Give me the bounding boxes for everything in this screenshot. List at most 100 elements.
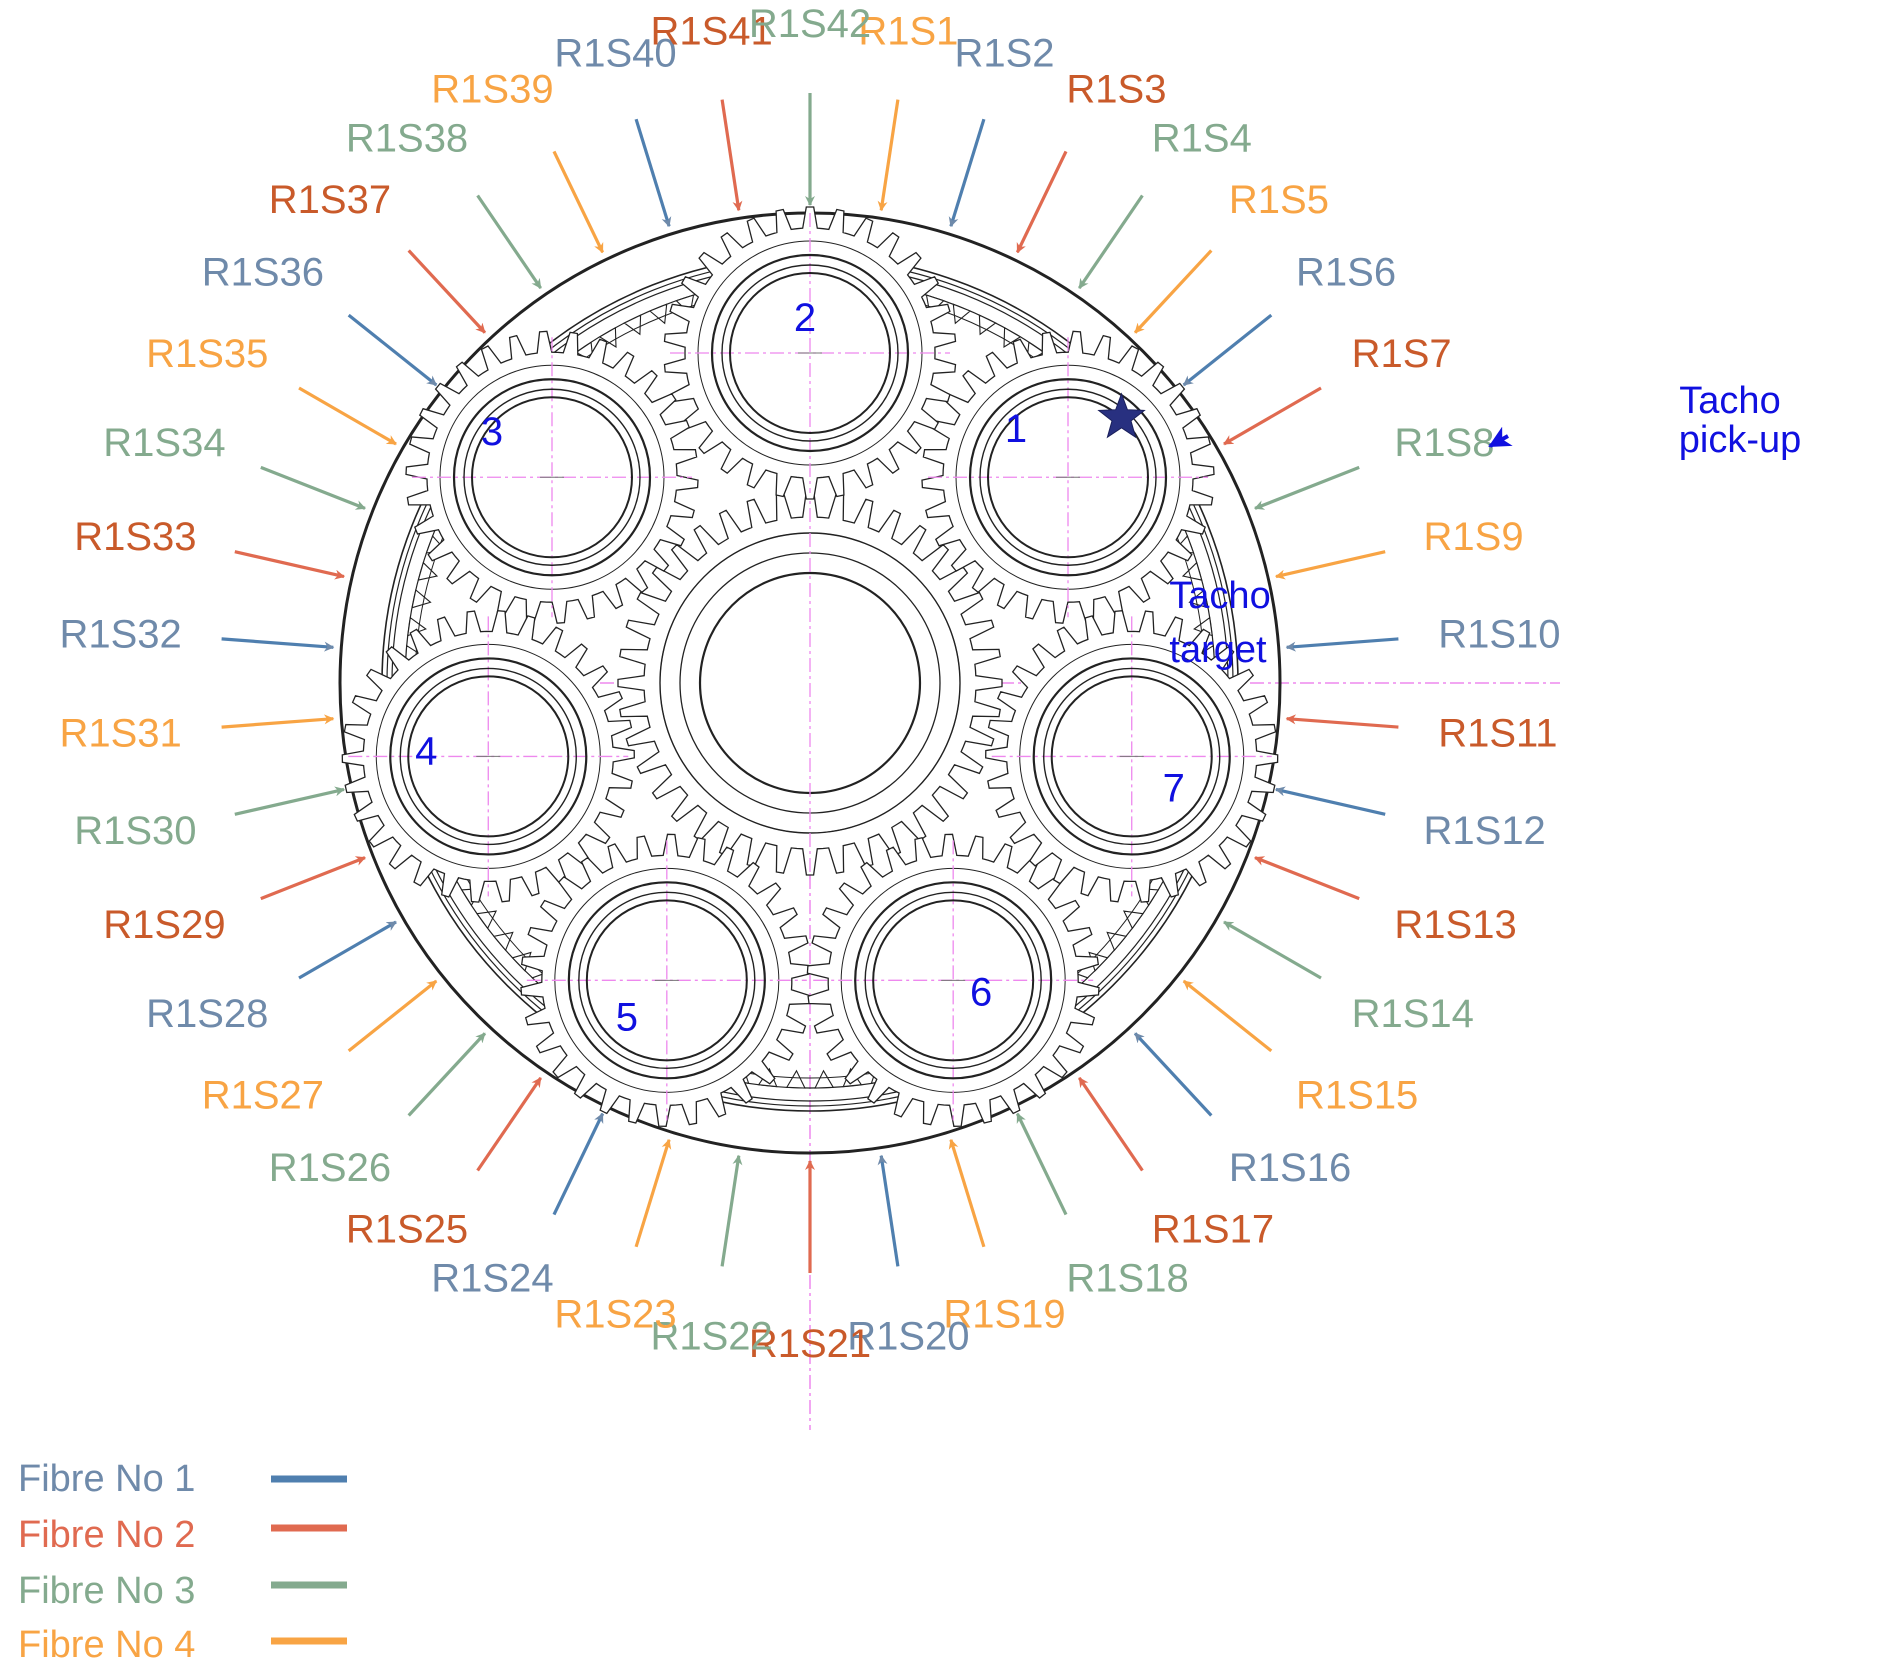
sensor-label: R1S29 (103, 903, 225, 947)
planet-number-2: 2 (794, 296, 816, 340)
legend-label-fibre-2: Fibre No 2 (18, 1514, 195, 1556)
sensor-arrow (1285, 637, 1399, 652)
sun-gear (617, 483, 1003, 883)
planet-7-bearing-outer (1032, 657, 1231, 856)
planet-5-bearing-outer (567, 881, 766, 1080)
legend: Fibre No 1 Fibre No 2 Fibre No 3 Fibre N… (18, 1458, 347, 1666)
sensor-label: R1S31 (59, 711, 181, 755)
planet-4-bore (407, 675, 570, 838)
sensor-arrow (1015, 150, 1068, 254)
sensor-arrow (1223, 920, 1322, 980)
sensor-r1s34: R1S34 (103, 421, 366, 510)
tacho-pickup-arrow (1488, 426, 1513, 448)
sensor-arrow (634, 118, 672, 228)
planet-4-bearing-mid (399, 667, 577, 846)
sensor-label: R1S1 (858, 9, 958, 53)
planet-2-bearing-mid (721, 264, 899, 442)
sensor-arrow (634, 1138, 672, 1248)
planet-4-bearing-outer (389, 657, 588, 856)
sensor-label: R1S2 (954, 31, 1054, 75)
sensor-arrow (298, 386, 397, 446)
planet-7-bore (1050, 675, 1213, 838)
planet-number-7: 7 (1163, 766, 1185, 810)
sensor-r1s5: R1S5 (1133, 178, 1329, 334)
sensor-r1s13: R1S13 (1254, 856, 1517, 947)
sensor-label: R1S7 (1352, 332, 1452, 376)
sensor-r1s42: R1S42 (749, 2, 871, 206)
sensor-r1s31: R1S31 (59, 711, 335, 755)
sensor-label: R1S10 (1438, 613, 1560, 657)
sensor-r1s1: R1S1 (858, 9, 958, 212)
sensor-arrow (1275, 550, 1386, 580)
sensor-label: R1S30 (74, 809, 196, 853)
sensor-arrow (1077, 194, 1144, 290)
sensor-labels: R1S1R1S2R1S3R1S4R1S5R1S6R1S7R1S8R1S9R1S1… (59, 2, 1560, 1366)
sensor-label: R1S18 (1066, 1257, 1188, 1301)
sensor-arrow (260, 856, 366, 901)
sensor-label: R1S41 (650, 9, 772, 53)
sensor-r1s15: R1S15 (1182, 979, 1418, 1118)
planet-7-bearing-mid (1043, 667, 1221, 846)
planet-number-5: 5 (616, 995, 638, 1039)
sensor-arrow (221, 637, 335, 652)
sensor-arrow (407, 249, 487, 334)
sensor-arrow (1182, 313, 1273, 387)
sensor-label: R1S5 (1229, 178, 1329, 222)
planet-3-bearing-outer (452, 378, 652, 577)
planet-gear-6: 6 (806, 833, 1100, 1127)
sensor-label: R1S15 (1296, 1074, 1418, 1118)
sensor-r1s3: R1S3 (1015, 67, 1166, 254)
sensor-arrow (347, 979, 438, 1053)
sensor-arrow (948, 118, 986, 228)
sensor-r1s2: R1S2 (948, 31, 1055, 228)
planet-5-bearing-mid (578, 891, 756, 1070)
tacho-target: Tacho target (1097, 392, 1271, 671)
sensor-label: R1S35 (146, 332, 268, 376)
sensor-label: R1S23 (554, 1293, 676, 1337)
sensor-label: R1S19 (943, 1293, 1065, 1337)
sensor-label: R1S42 (749, 2, 871, 46)
sensor-arrow (347, 313, 438, 387)
planet-2-bearing-outer (710, 253, 910, 453)
sensor-label: R1S27 (202, 1074, 324, 1118)
tacho-target-label-line1: Tacho (1169, 575, 1270, 617)
tacho-pickup: Tacho pick-up (1488, 380, 1801, 461)
sensor-r1s25: R1S25 (346, 1076, 543, 1251)
sensor-arrow (720, 99, 743, 212)
sensor-arrow (1077, 1076, 1144, 1172)
sensor-r1s22: R1S22 (650, 1154, 773, 1359)
sensor-arrow (407, 1032, 487, 1117)
sensor-r1s11: R1S11 (1285, 711, 1558, 755)
sensor-r1s36: R1S36 (202, 251, 438, 387)
sensor-arrow (877, 1154, 900, 1267)
sensor-label: R1S28 (146, 992, 268, 1036)
sensor-r1s37: R1S37 (269, 178, 487, 334)
tacho-target-label-line2: target (1169, 629, 1267, 671)
planet-3-bore (470, 396, 633, 559)
sensor-arrow (1254, 856, 1360, 901)
sensor-arrow (877, 99, 900, 212)
sensor-r1s9: R1S9 (1275, 515, 1524, 580)
sensor-label: R1S38 (346, 117, 468, 161)
sensor-label: R1S26 (269, 1146, 391, 1190)
sensor-label: R1S14 (1352, 992, 1474, 1036)
sensor-r1s6: R1S6 (1182, 251, 1396, 387)
sensor-arrow (1015, 1112, 1068, 1216)
sensor-label: R1S22 (650, 1315, 772, 1359)
sensor-arrow (476, 1076, 543, 1172)
planet-5-bore (585, 899, 748, 1062)
sensor-label: R1S9 (1424, 515, 1524, 559)
planet-1-bearing-outer (968, 378, 1168, 577)
sensor-arrow (298, 920, 397, 980)
sensor-r1s35: R1S35 (146, 332, 397, 446)
sensor-r1s17: R1S17 (1077, 1076, 1274, 1251)
legend-label-fibre-4: Fibre No 4 (18, 1624, 195, 1666)
planet-6-bore (872, 899, 1035, 1062)
sensor-r1s27: R1S27 (202, 979, 438, 1118)
sensor-r1s14: R1S14 (1223, 920, 1474, 1036)
sensor-r1s33: R1S33 (74, 515, 345, 580)
sensor-label: R1S24 (431, 1257, 553, 1301)
